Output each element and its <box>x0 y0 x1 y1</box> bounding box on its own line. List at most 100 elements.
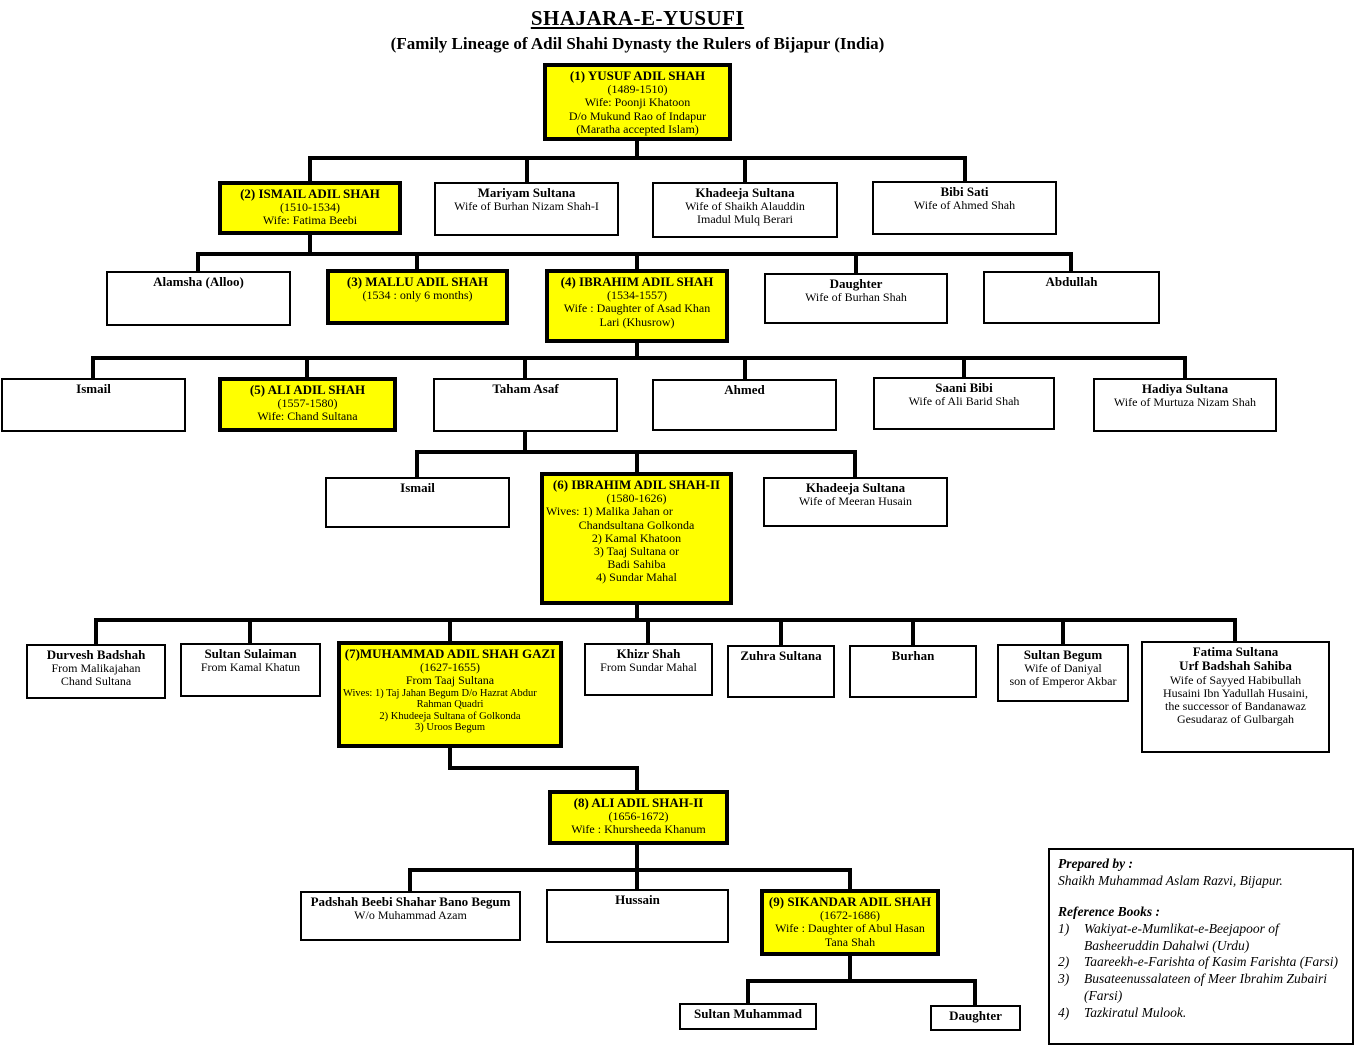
node-text-line: 3) Taaj Sultana or <box>593 544 680 559</box>
node-text-line: Husaini Ibn Yadullah Husaini, <box>1163 685 1308 700</box>
node-text-line: 4) Sundar Mahal <box>596 570 677 585</box>
reference-number: 4) <box>1058 1005 1070 1020</box>
node-ismail-adil-shah-2: (2) ISMAIL ADIL SHAH(1510-1534)Wife: Fat… <box>218 181 402 235</box>
node-ibrahim-adil-shah-ii-6: (6) IBRAHIM ADIL SHAH-II(1580-1626)Wives… <box>540 472 733 605</box>
connector-line <box>635 452 639 472</box>
node-text-line: Alamsha (Alloo) <box>153 274 244 289</box>
connector-line <box>911 620 915 645</box>
node-mallu-adil-shah-3: (3) MALLU ADIL SHAH(1534 : only 6 months… <box>326 269 509 325</box>
connector-line <box>743 358 747 379</box>
node-text-line: Wife of Sayyed Habibullah <box>1169 672 1302 687</box>
node-text-line: Wife of Ali Barid Shah <box>908 394 1020 409</box>
node-muhammad-adil-shah-gazi-7: (7)MUHAMMAD ADIL SHAH GAZI(1627-1655)Fro… <box>337 641 563 748</box>
node-text-line: Daughter <box>829 276 883 291</box>
node-text-line: Wives: 1) Taj Jahan Begum D/o Hazrat Abd… <box>343 687 537 699</box>
node-sikandar-adil-shah-9: (9) SIKANDAR ADIL SHAH(1672-1686)Wife : … <box>760 889 940 956</box>
node-text-line: From Kamal Khatun <box>200 660 301 675</box>
node-text-line: 2) Khudeeja Sultana of Golkonda <box>379 710 521 722</box>
connector-line <box>962 358 966 377</box>
connector-line <box>415 452 419 477</box>
connector-line <box>305 358 309 377</box>
node-taham-asaf: Taham Asaf <box>433 378 618 432</box>
node-text-line: (1656-1672) <box>608 809 669 824</box>
connector-line <box>635 870 639 889</box>
node-text-line: Chand Sultana <box>60 674 132 689</box>
node-text-line: Wife: Chand Sultana <box>257 409 358 424</box>
connector-line <box>91 358 95 378</box>
node-text-line: (1534 : only 6 months) <box>362 288 473 303</box>
node-text-line: (Maratha accepted Islam) <box>576 121 699 136</box>
reference-book-item: 2) Taareekh-e-Farishta of Kasim Farishta… <box>1058 954 1344 971</box>
node-text-line: Sultan Begum <box>1023 647 1103 662</box>
reference-number: 1) <box>1058 920 1070 936</box>
node-text-line: Wife : Daughter of Asad Khan <box>563 301 711 316</box>
node-text-line: (8) ALI ADIL SHAH-II <box>573 795 704 810</box>
node-text-line: Durvesh Badshah <box>46 647 146 662</box>
node-text-line: Padshah Beebi Shahar Bano Begum <box>310 894 511 909</box>
connector-line <box>854 254 858 273</box>
connector-line <box>963 158 967 181</box>
connector-line <box>523 358 527 378</box>
node-text-line: Lari (Khusrow) <box>599 314 675 329</box>
node-ali-adil-shah-5: (5) ALI ADIL SHAH(1557-1580)Wife: Chand … <box>218 377 397 432</box>
node-text-line: Mariyam Sultana <box>477 185 576 200</box>
node-text-line: Wife of Murtuza Nizam Shah <box>1113 395 1257 410</box>
node-text-line: Wives: 1) Malika Jahan or <box>546 504 673 519</box>
node-ahmed: Ahmed <box>652 379 837 431</box>
node-text-line: Saani Bibi <box>935 380 993 395</box>
node-text-line: (1510-1534) <box>280 200 340 215</box>
connector-line <box>635 254 639 269</box>
node-text-line: Wife of Meeran Husain <box>798 494 913 509</box>
connector-line <box>408 868 852 872</box>
connector-line <box>1183 358 1187 378</box>
node-text-line: Khadeeja Sultana <box>695 185 795 200</box>
node-text-line: Khadeeja Sultana <box>805 480 906 495</box>
node-text-line: Rahman Quadri <box>416 699 484 711</box>
connector-line <box>1069 254 1073 271</box>
prepared-by-label: Prepared by : <box>1058 856 1133 871</box>
node-daughter-of-sikandar: Daughter <box>930 1005 1021 1031</box>
node-text-line: Badi Sahiba <box>607 557 666 572</box>
connector-line <box>415 254 419 269</box>
node-text-line: (5) ALI ADIL SHAH <box>249 382 366 397</box>
node-text-line: 2) Kamal Khatoon <box>591 530 682 545</box>
connector-line <box>308 158 312 181</box>
node-text-line: Fatima Sultana <box>1192 644 1279 659</box>
node-ali-adil-shah-ii-8: (8) ALI ADIL SHAH-II(1656-1672)Wife : Kh… <box>548 790 729 845</box>
node-zuhra-sultana: Zuhra Sultana <box>727 645 835 698</box>
reference-title: Wakiyat-e-Mumlikat-e-Beejapoor of Bashee… <box>1084 920 1279 953</box>
connector-line <box>973 981 977 1005</box>
node-text-line: son of Emperor Akbar <box>1009 674 1117 689</box>
node-text-line: Khizr Shah <box>616 646 681 661</box>
node-text-line: Wife of Daniyal <box>1024 661 1102 676</box>
node-ibrahim-adil-shah-4: (4) IBRAHIM ADIL SHAH(1534-1557)Wife : D… <box>545 269 729 343</box>
connector-line <box>779 620 783 645</box>
connector-line <box>448 620 452 641</box>
reference-title: Taareekh-e-Farishta of Kasim Farishta (F… <box>1084 954 1338 970</box>
node-burhan: Burhan <box>849 645 977 698</box>
node-text-line: (1) YUSUF ADIL SHAH <box>569 68 706 83</box>
reference-books-label: Reference Books : <box>1058 903 1160 919</box>
node-text-line: From Sundar Mahal <box>600 660 697 675</box>
reference-number: 3) <box>1058 971 1070 987</box>
node-text-line: (4) IBRAHIM ADIL SHAH <box>560 274 714 289</box>
node-text-line: Abdullah <box>1045 274 1098 289</box>
node-text-line: (1534-1557) <box>607 288 667 303</box>
node-text-line: Taham Asaf <box>492 381 559 396</box>
node-sultan-muhammad: Sultan Muhammad <box>679 1003 817 1030</box>
node-text-line: Zuhra Sultana <box>740 648 822 663</box>
connector-line <box>448 766 639 770</box>
page-subtitle: (Family Lineage of Adil Shahi Dynasty th… <box>390 34 885 53</box>
reference-title: Busateenussalateen of Meer Ibrahim Zubai… <box>1084 971 1327 1004</box>
connector-line <box>743 158 747 182</box>
